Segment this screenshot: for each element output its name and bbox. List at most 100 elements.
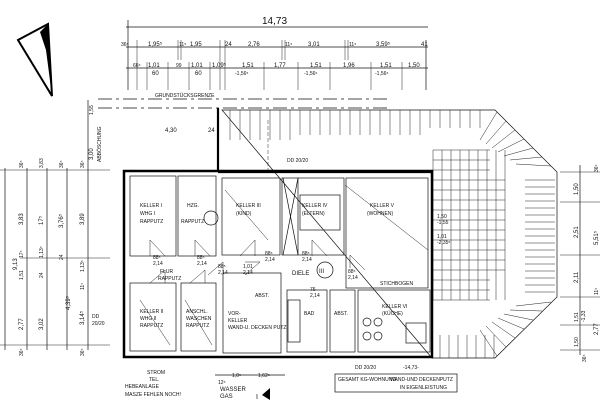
room-sub: (KIND) bbox=[236, 211, 252, 217]
dim-label: 11⁵ bbox=[349, 42, 356, 48]
dim-label: 24 bbox=[39, 272, 45, 278]
door-width: 88⁵ bbox=[197, 255, 205, 261]
arch-label: STICHBOGEN bbox=[380, 281, 413, 287]
hatch-line bbox=[485, 120, 507, 145]
room-finish: RAPPUTZ bbox=[140, 219, 163, 225]
dim-label: 3,01 bbox=[308, 42, 320, 48]
room-sub: WASCHEN bbox=[186, 316, 212, 322]
ceiling-beam-label: 20/20 bbox=[92, 321, 105, 327]
dim-label: 3,02 bbox=[39, 318, 45, 330]
dim-label: -1,55 bbox=[437, 220, 449, 226]
dim-label: 41 bbox=[421, 42, 428, 48]
dim-label: -1,33 bbox=[581, 310, 587, 322]
door-swings bbox=[139, 184, 429, 346]
hatch-line bbox=[515, 301, 552, 307]
pump-note-missing: MASZE FEHLEN NOCH! bbox=[125, 392, 181, 398]
dim-label: 5,51⁵ bbox=[593, 230, 600, 245]
room-name: KELLER II bbox=[140, 309, 163, 315]
room-anschl-waschen: ANSCHL. WASCHEN RAPPUTZ bbox=[186, 309, 212, 329]
dim-label: 1,51 bbox=[574, 312, 580, 322]
door-width: 88⁵ bbox=[348, 269, 356, 275]
room-name: HZG. bbox=[187, 203, 199, 209]
dim-label: 3,14⁵ bbox=[79, 310, 86, 325]
room-bad: BAD bbox=[304, 311, 315, 317]
dim-label: 9,13 bbox=[13, 258, 19, 270]
dim-label: 1,01 bbox=[437, 234, 447, 240]
slope-top-dim: 1,55 bbox=[89, 105, 95, 115]
room-abst-2: ABST. bbox=[255, 293, 269, 299]
dim-label: 1,09⁵ bbox=[212, 62, 227, 69]
hatch-line bbox=[491, 321, 516, 339]
property-line-label: GRUNDSTÜCKSGRENZE bbox=[155, 92, 215, 99]
section-marker: I bbox=[256, 388, 270, 400]
utility-tel: TEL. bbox=[149, 377, 160, 383]
door-width: 88⁵ bbox=[153, 255, 161, 261]
hatch-line bbox=[479, 111, 498, 141]
dim-label: 1,01 bbox=[148, 63, 160, 69]
dim-label: 3,83 bbox=[19, 213, 25, 225]
dim-label: 11⁵ bbox=[179, 42, 186, 48]
door-width: 88⁵ bbox=[265, 251, 273, 257]
dim-label: 1,13⁵ bbox=[80, 260, 86, 272]
dim-label: 60 bbox=[195, 71, 202, 77]
room-name: ANSCHL. bbox=[186, 309, 208, 315]
room-sub: KELLER bbox=[228, 318, 248, 324]
dim-label: 2,51 bbox=[574, 226, 580, 238]
dim-label: 11⁵ bbox=[594, 288, 600, 295]
dim-label: 3,83 bbox=[39, 158, 45, 168]
room-finish: RAPPUTZ bbox=[140, 323, 163, 329]
dim-label: -2,35⁵ bbox=[437, 240, 450, 246]
total-width-bottom: -14,73- bbox=[403, 365, 419, 371]
ceiling-beam-label: DD 20/20 bbox=[355, 365, 376, 371]
dim-label: 36⁵ bbox=[80, 160, 86, 168]
room-name: FLUR bbox=[160, 269, 173, 275]
dim-label: 1,95 bbox=[190, 42, 202, 48]
pump-note: HEBEANLAGE bbox=[125, 384, 160, 390]
dim-label: 3,89 bbox=[80, 213, 86, 225]
hatch-line bbox=[485, 325, 507, 348]
hatch-line bbox=[497, 317, 525, 330]
slope-depth: 3,00 bbox=[89, 148, 95, 160]
dim-label: 36⁵ bbox=[594, 164, 600, 172]
ceiling-beam-label: DD bbox=[92, 314, 100, 320]
dim-label: 1,01 bbox=[191, 63, 203, 69]
room-finish: RAPPUTZ bbox=[181, 219, 204, 225]
north-arrow-icon bbox=[16, 22, 53, 97]
room-sub: WHG II bbox=[140, 316, 156, 322]
top-dimensions: 14,73 36⁵ 1,95⁵ 11⁵ 1,95 24 2,76 11⁵ 3,0… bbox=[121, 16, 428, 90]
dim-label: 36⁵ bbox=[80, 348, 86, 356]
dim-label: -1,56⁵ bbox=[235, 71, 248, 77]
stair-symbol: III bbox=[316, 261, 334, 279]
room-finish: RAPPUTZ bbox=[158, 276, 181, 282]
dim-label: 1,51 bbox=[242, 63, 254, 69]
room-finish: RAPPUTZ bbox=[186, 323, 209, 329]
hatch-line bbox=[509, 309, 543, 312]
slope-hatching bbox=[221, 109, 558, 359]
hatch-line bbox=[509, 156, 543, 161]
hatch-line bbox=[491, 129, 516, 149]
right-dimensions: 36⁵ 1,50 2,51 5,51⁵ 2,11 11⁵ 1,51 -1,33 … bbox=[560, 164, 600, 362]
dim-label: 60 bbox=[152, 71, 159, 77]
dim-label: 36⁵ bbox=[19, 160, 25, 168]
dim-label: 36⁵ bbox=[59, 160, 65, 168]
room-abst: ABST. bbox=[334, 311, 348, 317]
building-walls bbox=[122, 169, 434, 359]
dim-label: 11⁵ bbox=[80, 283, 86, 290]
door-height: 2,14 bbox=[348, 275, 358, 281]
room-sub: WHG I bbox=[140, 211, 155, 217]
room-name: KELLER I bbox=[140, 203, 162, 209]
dim-label: 17⁵ bbox=[38, 215, 45, 225]
door-width: 76 bbox=[310, 287, 316, 293]
dim-label: 36⁵ bbox=[582, 354, 588, 362]
room-finish: WAND-U. DECKEN PUTZ bbox=[228, 325, 286, 331]
dim-label: 3,76⁵ bbox=[58, 213, 65, 228]
dim-label: 2,76 bbox=[248, 42, 260, 48]
door-height: 2,14 bbox=[302, 257, 312, 263]
room-keller-6: KELLER VI (KÜCHE) bbox=[382, 304, 407, 317]
dim-label: 1,77 bbox=[274, 63, 286, 69]
window-heights: 1,50 -1,55 1,01 -2,35⁵ bbox=[437, 214, 450, 246]
note-line: WAND-UND DECKENPUTZ bbox=[390, 377, 453, 383]
dim-label: -1,56⁵ bbox=[375, 71, 388, 77]
hatch-line bbox=[515, 163, 552, 167]
utility-gas: GAS bbox=[220, 394, 233, 400]
